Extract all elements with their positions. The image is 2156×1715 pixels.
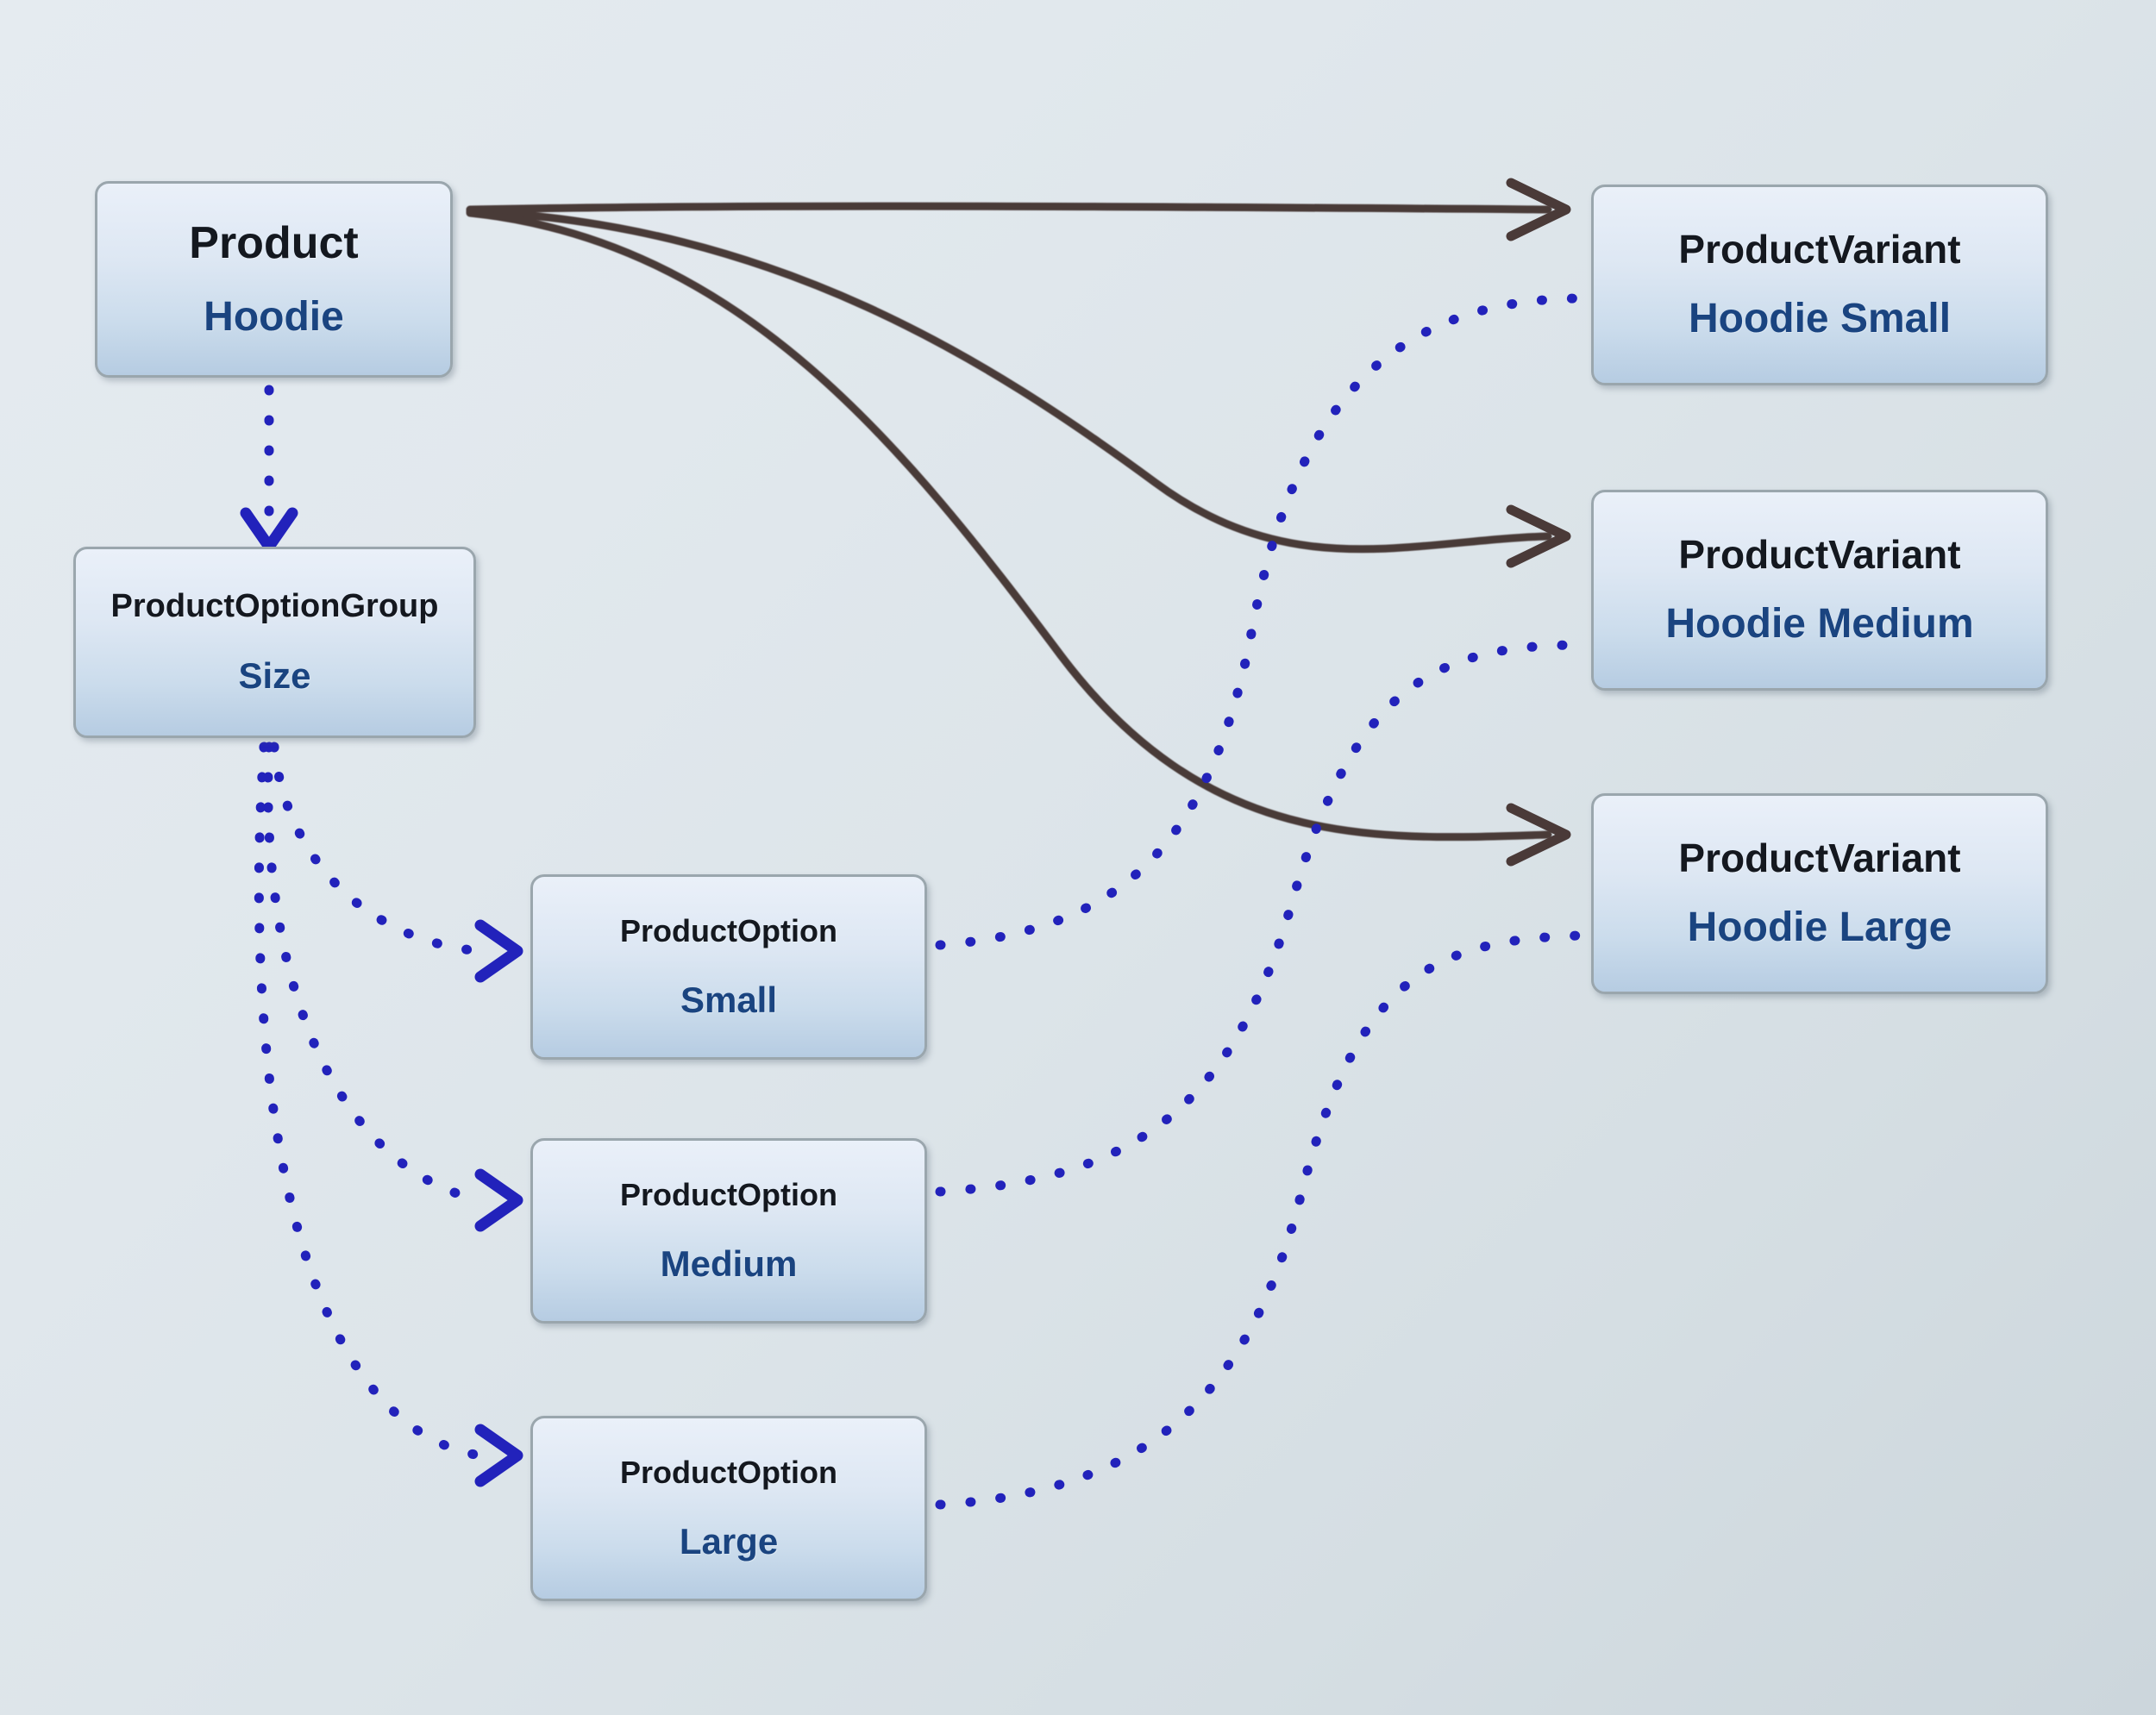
arrowhead-option-group — [240, 507, 298, 553]
node-product-variant-medium[interactable]: ProductVariant Hoodie Medium — [1591, 490, 2048, 691]
node-product-variant-small-value: Hoodie Small — [1688, 296, 1952, 342]
node-product-variant-large[interactable]: ProductVariant Hoodie Large — [1591, 793, 2048, 994]
node-product-option-large[interactable]: ProductOption Large — [530, 1416, 927, 1601]
node-product-option-small-type: ProductOption — [620, 912, 837, 948]
edge-group-to-option-large — [254, 742, 485, 1461]
node-product-variant-large-type: ProductVariant — [1678, 836, 1961, 881]
node-product[interactable]: Product Hoodie — [95, 181, 453, 378]
node-product-option-small-value: Small — [680, 980, 778, 1021]
arrowhead-option-medium — [474, 1168, 523, 1232]
node-product-variant-small[interactable]: ProductVariant Hoodie Small — [1591, 185, 2048, 385]
edge-option-medium-to-variant-medium — [935, 640, 1585, 1197]
node-product-variant-medium-value: Hoodie Medium — [1665, 601, 1974, 648]
node-product-variant-medium-type: ProductVariant — [1678, 532, 1961, 578]
edge-product-to-variant-large — [466, 209, 1552, 842]
node-product-option-small[interactable]: ProductOption Small — [530, 874, 927, 1060]
node-product-type: Product — [189, 217, 359, 268]
arrowhead-option-large — [474, 1424, 523, 1487]
arrowhead-option-small — [474, 919, 523, 983]
node-product-option-group-value: Size — [238, 654, 311, 696]
node-product-option-medium-value: Medium — [660, 1243, 798, 1285]
edge-product-to-variant-medium — [466, 207, 1552, 554]
node-product-variant-large-value: Hoodie Large — [1687, 904, 1952, 951]
solid-arrowheads — [1506, 178, 1571, 867]
edge-group-to-option-small — [269, 742, 485, 956]
node-product-option-large-value: Large — [679, 1521, 779, 1562]
edge-group-product-to-variants — [466, 202, 1552, 842]
node-product-option-group-type: ProductOptionGroup — [110, 588, 439, 624]
arrowhead-variant-small — [1506, 178, 1571, 241]
edge-option-small-to-variant-small — [935, 293, 1585, 950]
node-product-option-medium-type: ProductOption — [620, 1176, 837, 1212]
edge-product-to-variant-small — [466, 202, 1552, 214]
node-product-option-medium[interactable]: ProductOption Medium — [530, 1138, 927, 1324]
node-product-value: Hoodie — [204, 294, 344, 341]
node-product-option-large-type: ProductOption — [620, 1454, 837, 1490]
node-product-option-group[interactable]: ProductOptionGroup Size — [73, 547, 476, 738]
edge-group-to-option-medium — [263, 742, 485, 1205]
edge-option-large-to-variant-large — [935, 930, 1585, 1510]
node-product-variant-small-type: ProductVariant — [1678, 227, 1961, 272]
arrowhead-variant-large — [1506, 803, 1571, 867]
arrowhead-variant-medium — [1506, 504, 1571, 568]
